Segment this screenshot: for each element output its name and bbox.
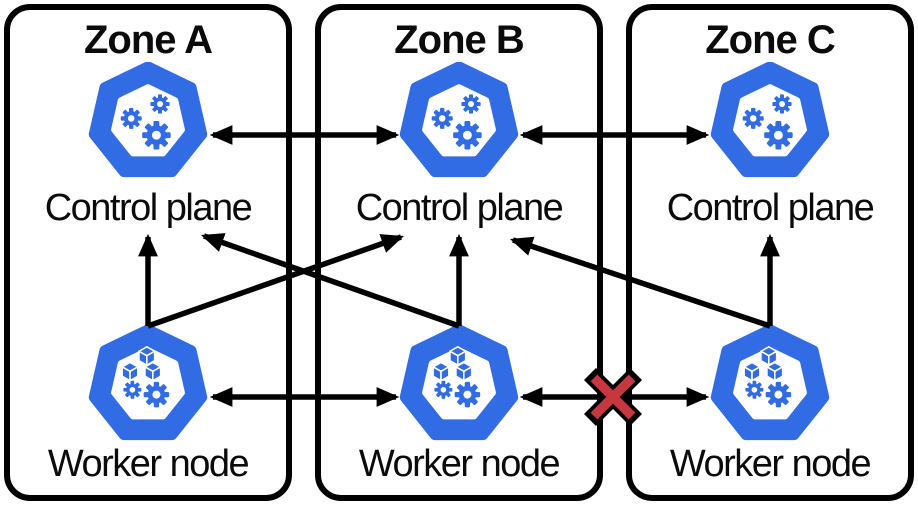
- zone-c-box: Zone C Control plane Worker node: [626, 4, 914, 501]
- zone-b-control-plane-icon: [399, 62, 519, 182]
- zone-c-control-plane-icon: [710, 62, 830, 182]
- zone-b-box: Zone B Control plane Worker node: [315, 4, 603, 501]
- zone-a-control-plane-label: Control plane: [44, 187, 253, 229]
- zone-a-worker-node-icon: [88, 325, 208, 445]
- zone-b-worker-node-icon: [399, 325, 519, 445]
- zone-c-worker-node-icon: [710, 325, 830, 445]
- zone-b-title: Zone B: [394, 18, 525, 62]
- zone-b-worker-node-label: Worker node: [358, 443, 561, 485]
- zone-b-control-plane-label: Control plane: [355, 187, 564, 229]
- zone-a-control-plane-icon: [88, 62, 208, 182]
- zone-c-title: Zone C: [705, 18, 836, 62]
- zone-c-worker-node-label: Worker node: [669, 443, 872, 485]
- zone-a-title: Zone A: [83, 18, 213, 62]
- zone-c-control-plane-label: Control plane: [666, 187, 875, 229]
- zone-a-box: Zone A Control plane Worker node: [4, 4, 292, 501]
- zone-a-worker-node-label: Worker node: [47, 443, 250, 485]
